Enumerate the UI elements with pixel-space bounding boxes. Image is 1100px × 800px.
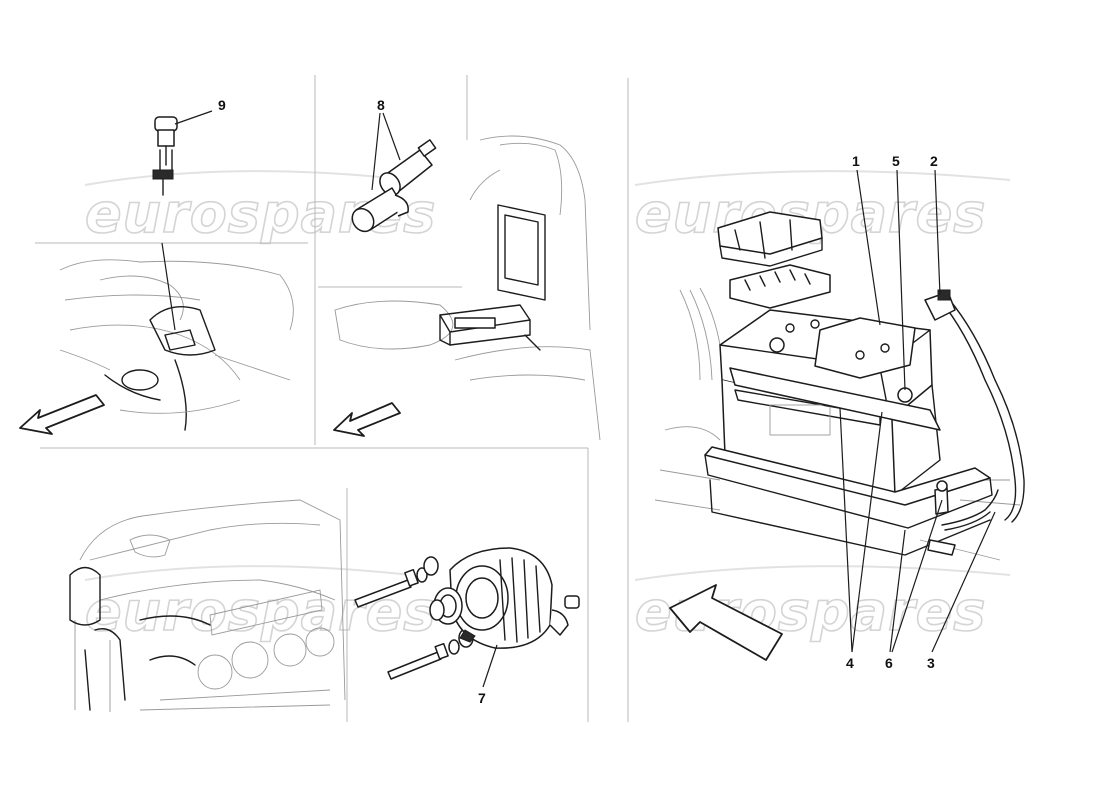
callout-2: 2 <box>930 153 938 169</box>
callout-9: 9 <box>218 97 226 113</box>
callout-3: 3 <box>927 655 935 671</box>
callout-5: 5 <box>892 153 900 169</box>
callout-4: 4 <box>846 655 854 671</box>
engine-panel <box>69 499 346 712</box>
panel-frames <box>35 75 629 722</box>
callout-8: 8 <box>377 97 385 113</box>
callout-6: 6 <box>885 655 893 671</box>
battery-part <box>719 309 941 496</box>
callouts: 9 8 7 1 5 2 4 6 3 <box>218 97 938 706</box>
switch-part <box>152 116 178 196</box>
battery-panel <box>654 211 1025 661</box>
socket-part <box>351 139 437 233</box>
watermark-bottom-left: eurospares <box>85 580 436 643</box>
alternator-panel <box>354 547 580 680</box>
direction-arrow-icon <box>333 402 401 437</box>
alternator-part <box>429 547 580 649</box>
direction-arrow-icon <box>19 394 105 435</box>
direction-arrow-icon <box>669 584 783 661</box>
callout-1: 1 <box>852 153 860 169</box>
rear-seat-socket-panel <box>333 135 601 441</box>
leader-lines <box>174 110 996 688</box>
console-switch-panel <box>19 116 294 435</box>
callout-7: 7 <box>478 690 486 706</box>
